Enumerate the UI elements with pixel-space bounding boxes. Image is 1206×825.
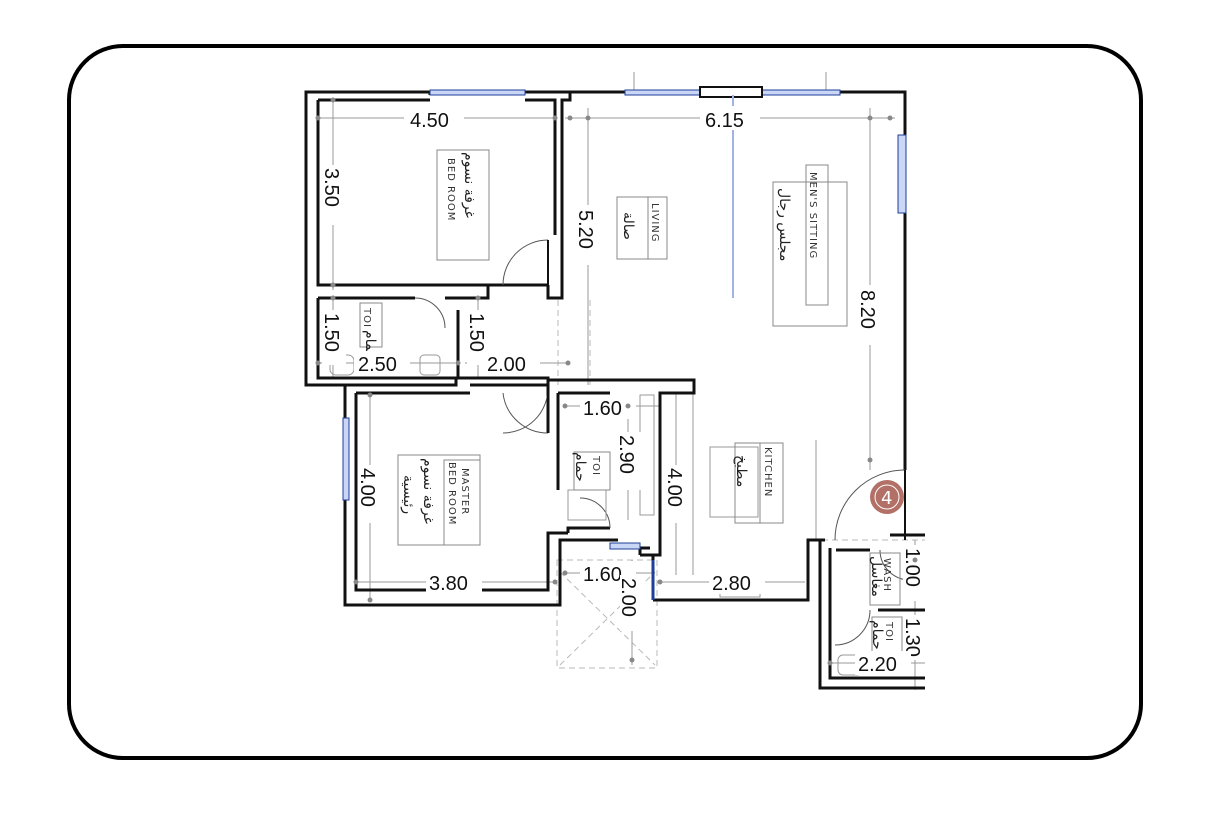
dim-living-depth: 5.20 xyxy=(574,210,596,249)
dim-toilet1-depth: 1.50 xyxy=(320,313,342,352)
dim-toilet1-depth-b: 1.50 xyxy=(465,313,487,352)
room-label-living: LIVING صالة xyxy=(616,196,668,260)
room-label-toilet-3: TOI حمام xyxy=(869,616,903,660)
dim-mens-depth: 8.20 xyxy=(856,290,878,329)
doors xyxy=(414,239,911,646)
svg-text:حمام: حمام xyxy=(572,452,588,482)
dim-corridor-width: 2.00 xyxy=(487,354,526,376)
dim-entry-width: 1.60 xyxy=(583,564,622,586)
svg-text:MEN'S SITTING: MEN'S SITTING xyxy=(807,172,818,259)
svg-text:رئيسية: رئيسية xyxy=(400,475,416,514)
dim-toilet3-width: 2.20 xyxy=(858,654,897,676)
room-label-kitchen: KITCHEN مطبخ xyxy=(733,442,784,524)
svg-text:مطبخ: مطبخ xyxy=(733,455,749,487)
dim-kitchen-depth: 4.00 xyxy=(663,468,685,507)
guide-lines xyxy=(556,300,925,669)
dim-toilet1-width: 2.50 xyxy=(358,354,397,376)
dim-master-width: 3.80 xyxy=(429,573,468,595)
vertex-dots xyxy=(315,97,918,666)
svg-text:TOI: TOI xyxy=(883,621,894,642)
dimension-labels: 4.50 6.15 3.50 5.20 8.20 1.50 1.50 2.50 … xyxy=(320,106,927,676)
dim-toilet2-depth: 2.90 xyxy=(615,435,637,474)
entry-marker: 4 xyxy=(870,480,904,514)
rounded-frame xyxy=(67,44,1143,760)
svg-text:TOI: TOI xyxy=(361,307,372,328)
dim-toilet3-depth: 1.30 xyxy=(901,618,923,657)
svg-text:MASTER: MASTER xyxy=(459,468,470,515)
svg-text:غرفة نسوم: غرفة نسوم xyxy=(420,458,436,524)
svg-text:حمام: حمام xyxy=(869,620,885,650)
dim-living-width: 6.15 xyxy=(705,110,744,132)
svg-text:WASH: WASH xyxy=(881,558,892,592)
walls xyxy=(304,90,925,690)
svg-text:صالة: صالة xyxy=(620,212,636,240)
room-label-bedroom: BED ROOM غرفة نسوم xyxy=(436,149,490,261)
svg-text:مجلس رجال: مجلس رجال xyxy=(776,188,792,261)
dim-bedroom-depth: 3.50 xyxy=(320,168,342,207)
svg-text:BED ROOM: BED ROOM xyxy=(446,462,457,525)
svg-text:BED ROOM: BED ROOM xyxy=(445,158,456,221)
room-label-toilet-2: TOI حمام xyxy=(572,451,611,491)
svg-text:غرفة نسوم: غرفة نسوم xyxy=(461,152,477,218)
dim-toilet2-width: 1.60 xyxy=(583,398,622,420)
room-label-mens-sitting: MEN'S SITTING مجلس رجال xyxy=(772,164,848,327)
room-label-master-bedroom: MASTER BED ROOM غرفة نسوم رئيسية xyxy=(397,454,481,546)
svg-text:مغاسل: مغاسل xyxy=(868,556,884,597)
dim-bedroom-width: 4.50 xyxy=(410,110,449,132)
svg-text:KITCHEN: KITCHEN xyxy=(762,447,773,497)
dim-kitchen-width: 2.80 xyxy=(712,573,751,595)
dim-wash-width: 1.00 xyxy=(901,548,923,587)
room-label-wash: WASH مغاسل xyxy=(868,552,901,606)
svg-text:LIVING: LIVING xyxy=(649,203,660,243)
dim-master-depth: 4.00 xyxy=(356,468,378,507)
dim-entry-depth: 2.00 xyxy=(617,578,639,617)
svg-text:4: 4 xyxy=(881,488,892,509)
svg-text:TOI: TOI xyxy=(590,455,601,476)
